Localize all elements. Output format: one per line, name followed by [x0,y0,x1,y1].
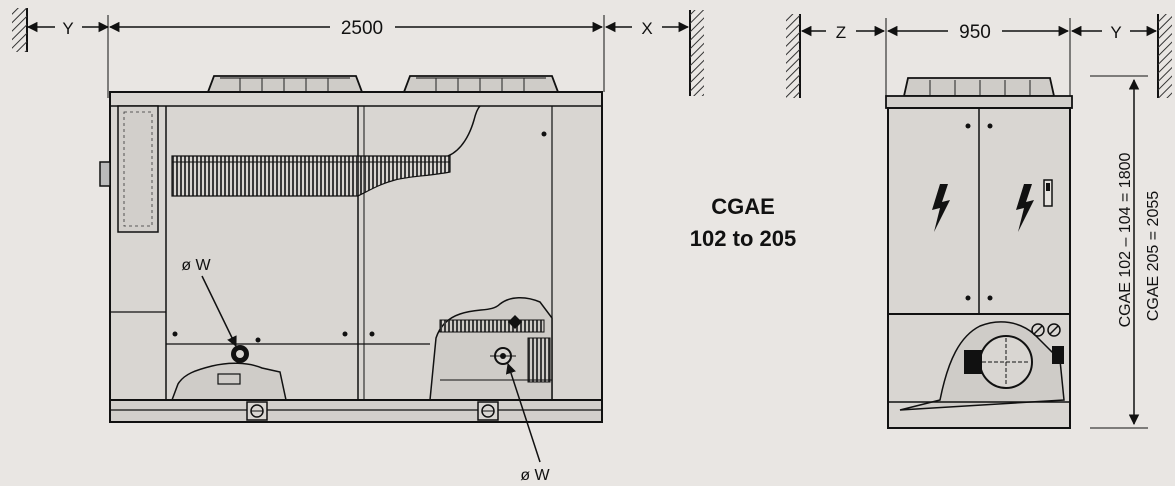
dim-front-left-clearance: Y [62,19,73,38]
electrical-hazard-icon-left [932,184,950,232]
dimension-line-front [26,15,690,98]
connection-label-upper: ø W [181,257,211,274]
side-view-unit [885,77,1073,429]
model-label-line2: 102 to 205 [690,226,796,251]
lifting-hole-left [246,401,268,421]
side-handle [99,161,111,187]
valve-icons [1031,323,1061,337]
door-handle [1043,179,1053,207]
wall-front-left [12,8,28,52]
electrical-hazard-icon-right [1016,184,1034,232]
wall-front-right [689,10,704,96]
height-dimension-line [1090,75,1148,429]
dim-front-right-clearance: X [641,19,652,38]
model-label-line1: CGAE [711,194,775,219]
leader-lower [505,363,541,463]
control-box [117,105,159,233]
wall-side-left [786,14,801,98]
water-connection-upper [231,345,249,363]
water-connection-lower [490,347,516,365]
dim-side-right-clearance: Y [1110,23,1121,42]
evaporator-cutaway [170,362,287,401]
dim-side-width: 950 [959,22,991,43]
condenser-coil [171,155,451,197]
wall-side-right [1157,14,1172,98]
dimension-line-side [800,18,1158,96]
dim-front-length: 2500 [341,18,383,39]
cutaway-edge [447,105,481,157]
base-frame [109,399,603,423]
height-label-large-model: CGAE 205 = 2055 [1145,191,1162,321]
height-label-small-models: CGAE 102 – 104 = 1800 [1117,153,1134,328]
front-view-unit [99,75,603,423]
dim-side-left-clearance: Z [836,23,846,42]
leader-upper [201,275,237,347]
lifting-hole-right [477,401,499,421]
side-fan-hood [902,77,1056,97]
connection-label-lower: ø W [520,467,550,484]
